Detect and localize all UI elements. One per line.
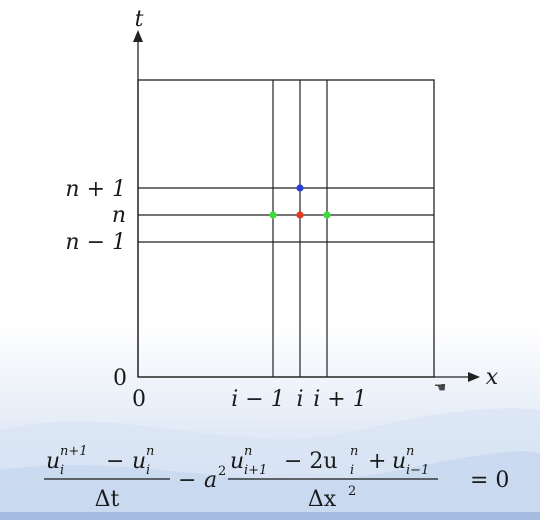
- eq-term1-minus: −: [106, 449, 124, 474]
- time-label-n-plus-1: n + 1: [65, 177, 126, 202]
- eq-term2-den: Δx: [308, 487, 337, 512]
- eq-term2-mid: − 2u: [284, 449, 338, 474]
- eq-coef-exp: 2: [218, 464, 226, 479]
- eq-term1-u2: u: [132, 449, 146, 474]
- eq-term1-sup2: n: [146, 444, 154, 459]
- eq-term2-u1: u: [230, 449, 244, 474]
- node-i-n: [296, 211, 304, 219]
- time-label-n-minus-1: n − 1: [65, 230, 126, 255]
- eq-term1-sub1: i: [60, 463, 64, 478]
- eq-term1-sub2: i: [146, 463, 150, 478]
- eq-term1-den: Δt: [95, 487, 120, 512]
- eq-term2-den-exp: 2: [348, 484, 356, 499]
- node-i-minus-1-n: [269, 211, 277, 219]
- eq-term1-u1: u: [46, 449, 60, 474]
- eq-term2-sub2: i: [350, 463, 354, 478]
- eq-term2-sup2: n: [350, 444, 358, 459]
- hand-cursor-icon: ☚: [434, 380, 447, 396]
- space-label-i: i: [296, 387, 303, 412]
- origin-x-label: 0: [132, 387, 146, 412]
- eq-term1-sup1: n+1: [60, 444, 88, 459]
- time-label-n: n: [112, 203, 126, 228]
- space-label-i-plus-1: i + 1: [313, 387, 366, 412]
- eq-term2-sub3: i−1: [406, 463, 429, 478]
- domain-boundary: [137, 79, 435, 378]
- eq-minus: −: [178, 468, 196, 493]
- eq-term2-plus: +: [368, 449, 386, 474]
- eq-term2-sub1: i+1: [244, 463, 267, 478]
- eq-term2-sup1: n: [244, 444, 252, 459]
- eq-term2-u3: u: [392, 449, 406, 474]
- eq-coef: a: [204, 468, 217, 493]
- space-label-i-minus-1: i − 1: [231, 387, 284, 412]
- t-axis-arrow: [133, 30, 143, 42]
- x-axis-label: x: [486, 365, 499, 390]
- origin-t-label: 0: [113, 366, 127, 391]
- node-i-n-plus-1: [296, 184, 304, 192]
- finite-difference-equation: u n+1 i − u n i Δt − a 2 u n i+1 − 2u n …: [44, 444, 509, 512]
- node-i-plus-1-n: [323, 211, 331, 219]
- eq-equals-zero: = 0: [470, 468, 509, 493]
- eq-term2-sup3: n: [406, 444, 414, 459]
- x-axis-arrow: [468, 372, 480, 382]
- t-axis-label: t: [135, 7, 144, 32]
